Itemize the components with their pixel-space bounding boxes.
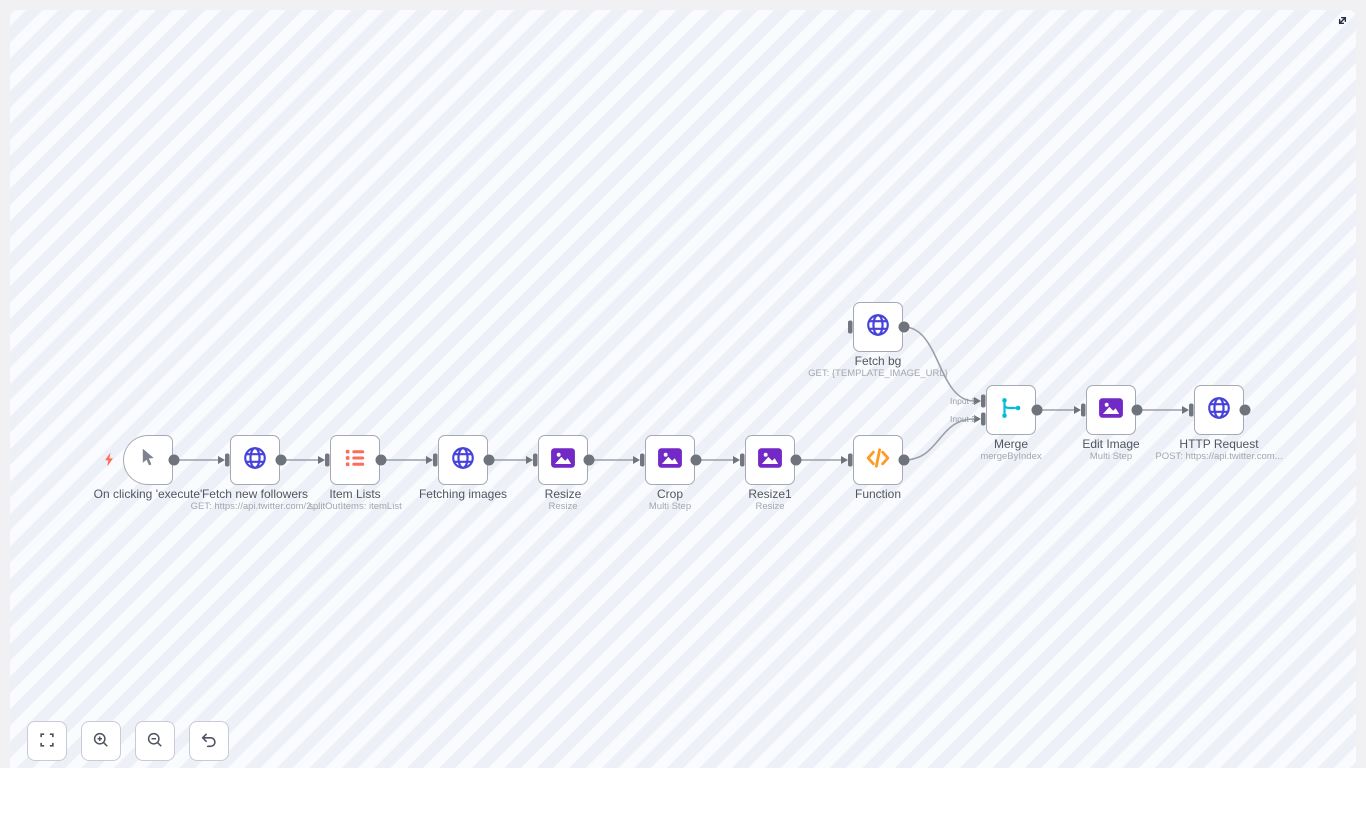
- connections-layer: [168, 320, 1251, 467]
- node-label-resize1: Resize1: [748, 487, 792, 501]
- node-label-edit-image: Edit Image: [1082, 437, 1140, 451]
- node-fetch-bg[interactable]: [853, 302, 903, 352]
- zoom-out-button[interactable]: [135, 721, 175, 761]
- reset-zoom-icon: [199, 730, 219, 753]
- node-fetching-images[interactable]: [438, 435, 488, 485]
- node-function[interactable]: [853, 435, 903, 485]
- node-resize1[interactable]: [745, 435, 795, 485]
- node-fetch-new-followers[interactable]: [230, 435, 280, 485]
- node-label-trigger: On clicking 'execute': [93, 487, 203, 501]
- zoom-out-icon: [145, 730, 165, 753]
- node-sublabel-resize1: Resize: [755, 501, 785, 512]
- image-icon: [1098, 397, 1124, 424]
- node-label-crop: Crop: [656, 487, 683, 501]
- globe-icon: [1206, 395, 1232, 426]
- workflow-page: On clicking 'execute' Fetch new follower…: [0, 0, 1366, 768]
- zoom-in-button[interactable]: [81, 721, 121, 761]
- node-sublabel-fetch-bg: GET: {TEMPLATE_IMAGE_URL}: [808, 368, 948, 379]
- expand-diagonal-icon: [1334, 12, 1351, 32]
- cursor-icon: [138, 447, 159, 473]
- workflow-canvas[interactable]: On clicking 'execute' Fetch new follower…: [10, 10, 1356, 768]
- node-resize[interactable]: [538, 435, 588, 485]
- zoom-to-fit-button[interactable]: [27, 721, 67, 761]
- node-label-fetch-bg: Fetch bg: [854, 354, 902, 368]
- image-icon: [657, 447, 683, 474]
- merge-input2-label: Input 2: [950, 414, 976, 424]
- zoom-in-icon: [91, 730, 111, 753]
- image-icon: [757, 447, 783, 474]
- expand-button[interactable]: [1331, 11, 1353, 33]
- node-sublabel-resize: Resize: [548, 501, 578, 512]
- lightning-bolt-icon: [104, 452, 114, 472]
- node-label-fetching-images: Fetching images: [418, 487, 508, 501]
- fit-view-icon: [37, 730, 57, 753]
- node-sublabel-http-request: POST: https://api.twitter.com...: [1155, 451, 1283, 462]
- code-icon: [864, 444, 892, 477]
- node-item-lists[interactable]: [330, 435, 380, 485]
- node-edit-image[interactable]: [1086, 385, 1136, 435]
- node-http-request[interactable]: [1194, 385, 1244, 435]
- list-icon: [342, 445, 368, 476]
- merge-icon: [998, 395, 1024, 426]
- node-sublabel-fetch-new-followers: GET: https://api.twitter.com/2...: [190, 501, 320, 512]
- node-label-resize: Resize: [544, 487, 582, 501]
- globe-icon: [242, 445, 268, 476]
- node-crop[interactable]: [645, 435, 695, 485]
- node-label-item-lists: Item Lists: [329, 487, 381, 501]
- node-sublabel-crop: Multi Step: [648, 501, 692, 512]
- node-sublabel-item-lists: splitOutItems: itemList: [308, 501, 402, 512]
- reset-zoom-button[interactable]: [189, 721, 229, 761]
- node-sublabel-merge: mergeByIndex: [980, 451, 1042, 462]
- node-label-merge: Merge: [993, 437, 1028, 451]
- image-icon: [550, 447, 576, 474]
- page-bottom-whitespace: [0, 768, 1366, 814]
- globe-icon: [865, 312, 891, 343]
- globe-icon: [450, 445, 476, 476]
- node-merge[interactable]: [986, 385, 1036, 435]
- merge-input1-label: Input 1: [950, 396, 976, 406]
- node-label-http-request: HTTP Request: [1179, 437, 1259, 451]
- node-label-fetch-new-followers: Fetch new followers: [201, 487, 309, 501]
- node-sublabel-edit-image: Multi Step: [1089, 451, 1133, 462]
- node-label-function: Function: [854, 487, 902, 501]
- node-trigger[interactable]: [123, 435, 173, 485]
